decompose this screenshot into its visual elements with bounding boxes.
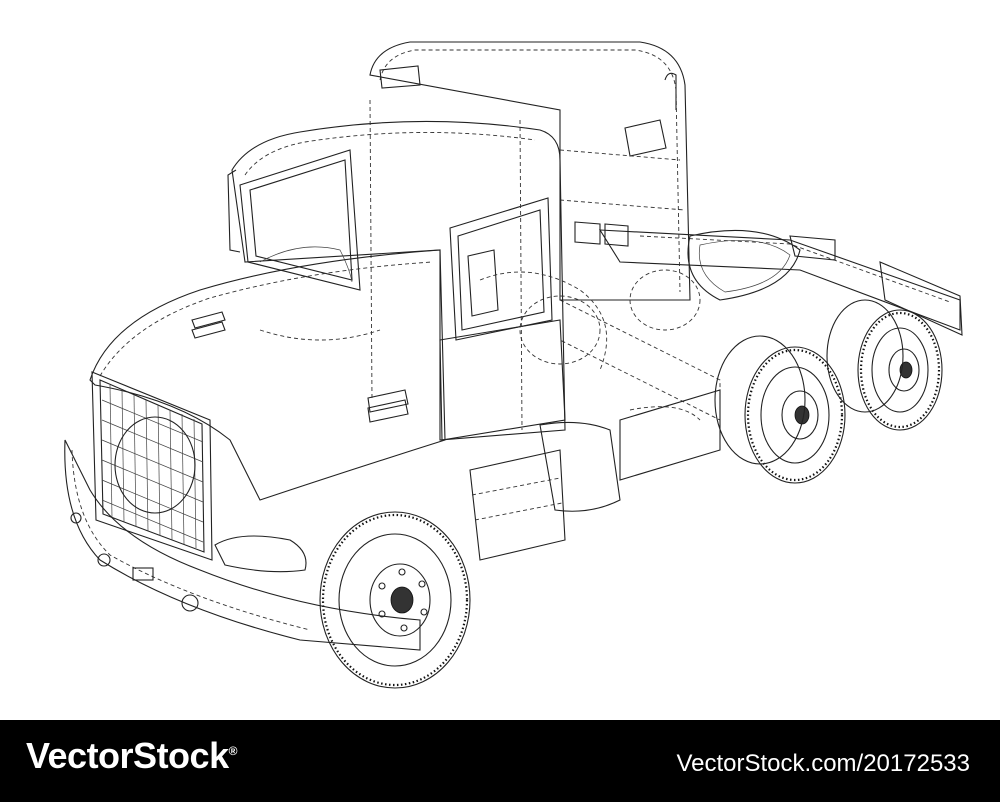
stock-image-id: VectorStock.com/20172533 (676, 750, 970, 777)
vectorstock-logo: VectorStock® (26, 735, 237, 777)
middle-rear-wheel (714, 335, 846, 484)
grille-mesh (101, 384, 204, 549)
last-rear-wheel (826, 299, 943, 431)
hood-and-grille (64, 249, 446, 651)
front-wheel (319, 511, 471, 689)
registered-mark: ® (228, 744, 238, 758)
watermark-footer: VectorStock® VectorStock.com/20172533 (0, 720, 1000, 802)
internal-components (259, 269, 701, 371)
steps-and-fuel-tank (469, 389, 721, 561)
truck-wireframe-illustration (64, 41, 963, 689)
cab-body (227, 41, 691, 441)
brand-name: VectorStock (26, 735, 229, 776)
rear-chassis (559, 229, 963, 421)
